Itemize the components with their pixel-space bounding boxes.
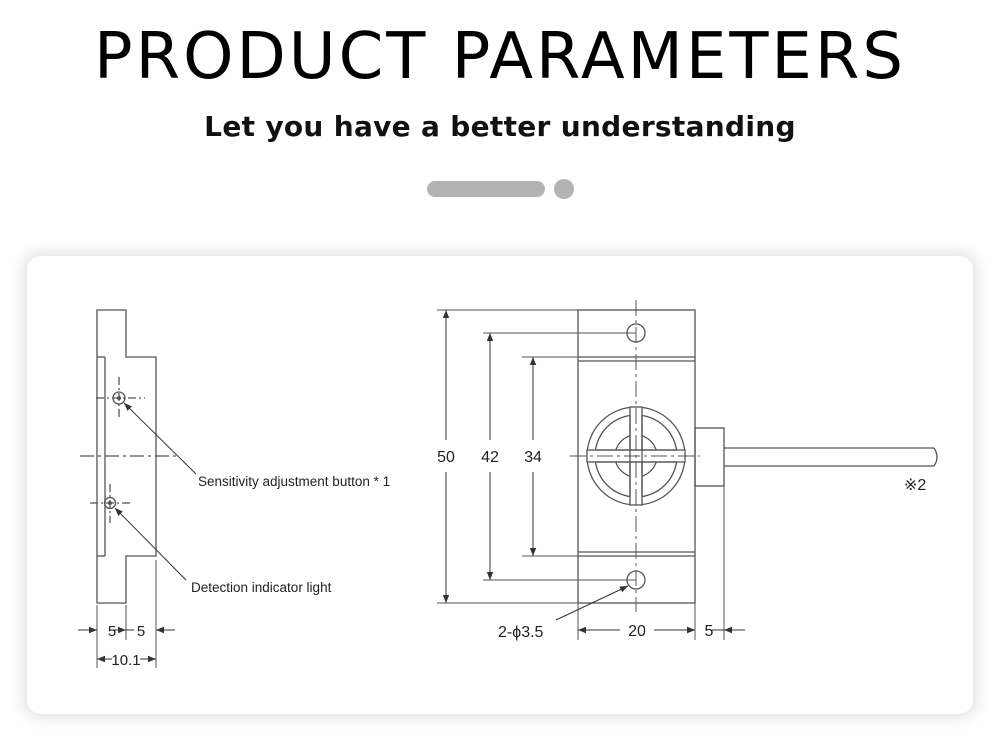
diagram-card: [27, 256, 973, 714]
front-view: [437, 300, 938, 640]
side-view: [78, 309, 197, 668]
holes-callout-label: 2-ϕ3.5: [498, 624, 544, 641]
side-dim-right: 5: [137, 623, 145, 640]
sensitivity-leader-line: [123, 402, 197, 475]
side-dim-total: 10.1: [111, 652, 140, 669]
holes-leader-line: [555, 585, 629, 621]
indicator-light-icon: [103, 496, 117, 510]
side-dim-left: 5: [108, 623, 116, 640]
front-vertical-dimensions: [442, 310, 745, 634]
dim-inner-34: 34: [524, 449, 542, 466]
carousel-indicator-active[interactable]: [427, 181, 545, 197]
side-view-outline: [96, 309, 157, 604]
cable-gland: [694, 427, 725, 487]
dim-hole-pitch-42: 42: [481, 449, 499, 466]
dim-cable-offset-5: 5: [705, 623, 714, 640]
indicator-leader-line: [114, 507, 187, 581]
sensitivity-callout-label: Sensitivity adjustment button * 1: [198, 474, 390, 489]
dim-width-20: 20: [628, 623, 646, 640]
carousel-indicator-dot[interactable]: [554, 179, 574, 199]
indicator-callout-label: Detection indicator light: [191, 580, 332, 595]
cable-note-label: ※2: [904, 477, 926, 494]
page-title: PRODUCT PARAMETERS: [94, 20, 906, 94]
page-subtitle: Let you have a better understanding: [204, 110, 796, 143]
dim-height-50: 50: [437, 449, 455, 466]
